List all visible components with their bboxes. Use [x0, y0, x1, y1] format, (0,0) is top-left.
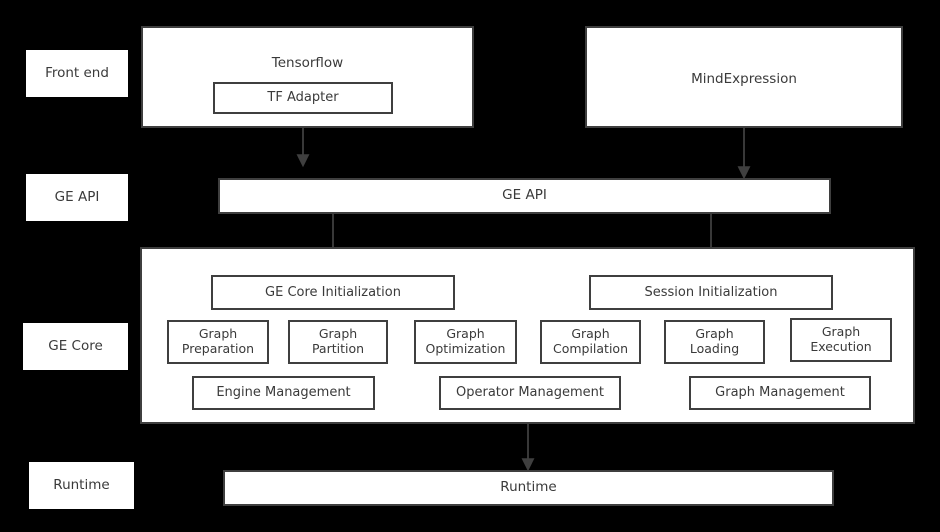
- graph-execution-box[interactable]: Graph Execution: [790, 318, 892, 362]
- ge-api-bar-label: GE API: [502, 187, 547, 204]
- graph-partition-label: Graph Partition: [311, 326, 365, 356]
- mindexpression-container[interactable]: MindExpression: [585, 26, 903, 128]
- tf-adapter-box[interactable]: TF Adapter: [213, 82, 393, 114]
- runtime-bar[interactable]: Runtime: [223, 470, 834, 506]
- stage-label-ge-core: GE Core: [23, 323, 128, 370]
- stage-label-ge-api-text: GE API: [54, 188, 100, 205]
- session-initialization-box[interactable]: Session Initialization: [589, 275, 833, 310]
- tensorflow-title: Tensorflow: [271, 55, 344, 71]
- stage-label-ge-core-text: GE Core: [48, 337, 103, 354]
- stage-label-front-end: Front end: [26, 50, 128, 97]
- graph-optimization-box[interactable]: Graph Optimization: [414, 320, 517, 364]
- tf-adapter-label: TF Adapter: [267, 90, 339, 106]
- engine-management-box[interactable]: Engine Management: [192, 376, 375, 410]
- graph-optimization-label: Graph Optimization: [425, 326, 506, 356]
- mindexpression-title: MindExpression: [691, 71, 797, 87]
- graph-loading-label: Graph Loading: [689, 326, 740, 356]
- ge-api-bar[interactable]: GE API: [218, 178, 831, 214]
- operator-management-box[interactable]: Operator Management: [439, 376, 621, 410]
- stage-label-runtime: Runtime: [29, 462, 134, 509]
- runtime-bar-label: Runtime: [500, 479, 557, 496]
- stage-label-front-end-text: Front end: [45, 64, 109, 81]
- graph-compilation-label: Graph Compilation: [552, 326, 629, 356]
- operator-management-label: Operator Management: [456, 385, 604, 401]
- graph-compilation-box[interactable]: Graph Compilation: [540, 320, 641, 364]
- engine-management-label: Engine Management: [216, 385, 351, 401]
- graph-management-box[interactable]: Graph Management: [689, 376, 871, 410]
- graph-execution-label: Graph Execution: [810, 324, 872, 354]
- graph-partition-box[interactable]: Graph Partition: [288, 320, 388, 364]
- stage-label-ge-api: GE API: [26, 174, 128, 221]
- ge-core-initialization-label: GE Core Initialization: [265, 284, 401, 300]
- graph-loading-box[interactable]: Graph Loading: [664, 320, 765, 364]
- stage-label-runtime-text: Runtime: [53, 476, 110, 493]
- graph-preparation-label: Graph Preparation: [181, 326, 255, 356]
- graph-preparation-box[interactable]: Graph Preparation: [167, 320, 269, 364]
- graph-management-label: Graph Management: [715, 385, 845, 401]
- ge-core-initialization-box[interactable]: GE Core Initialization: [211, 275, 455, 310]
- session-initialization-label: Session Initialization: [644, 284, 778, 300]
